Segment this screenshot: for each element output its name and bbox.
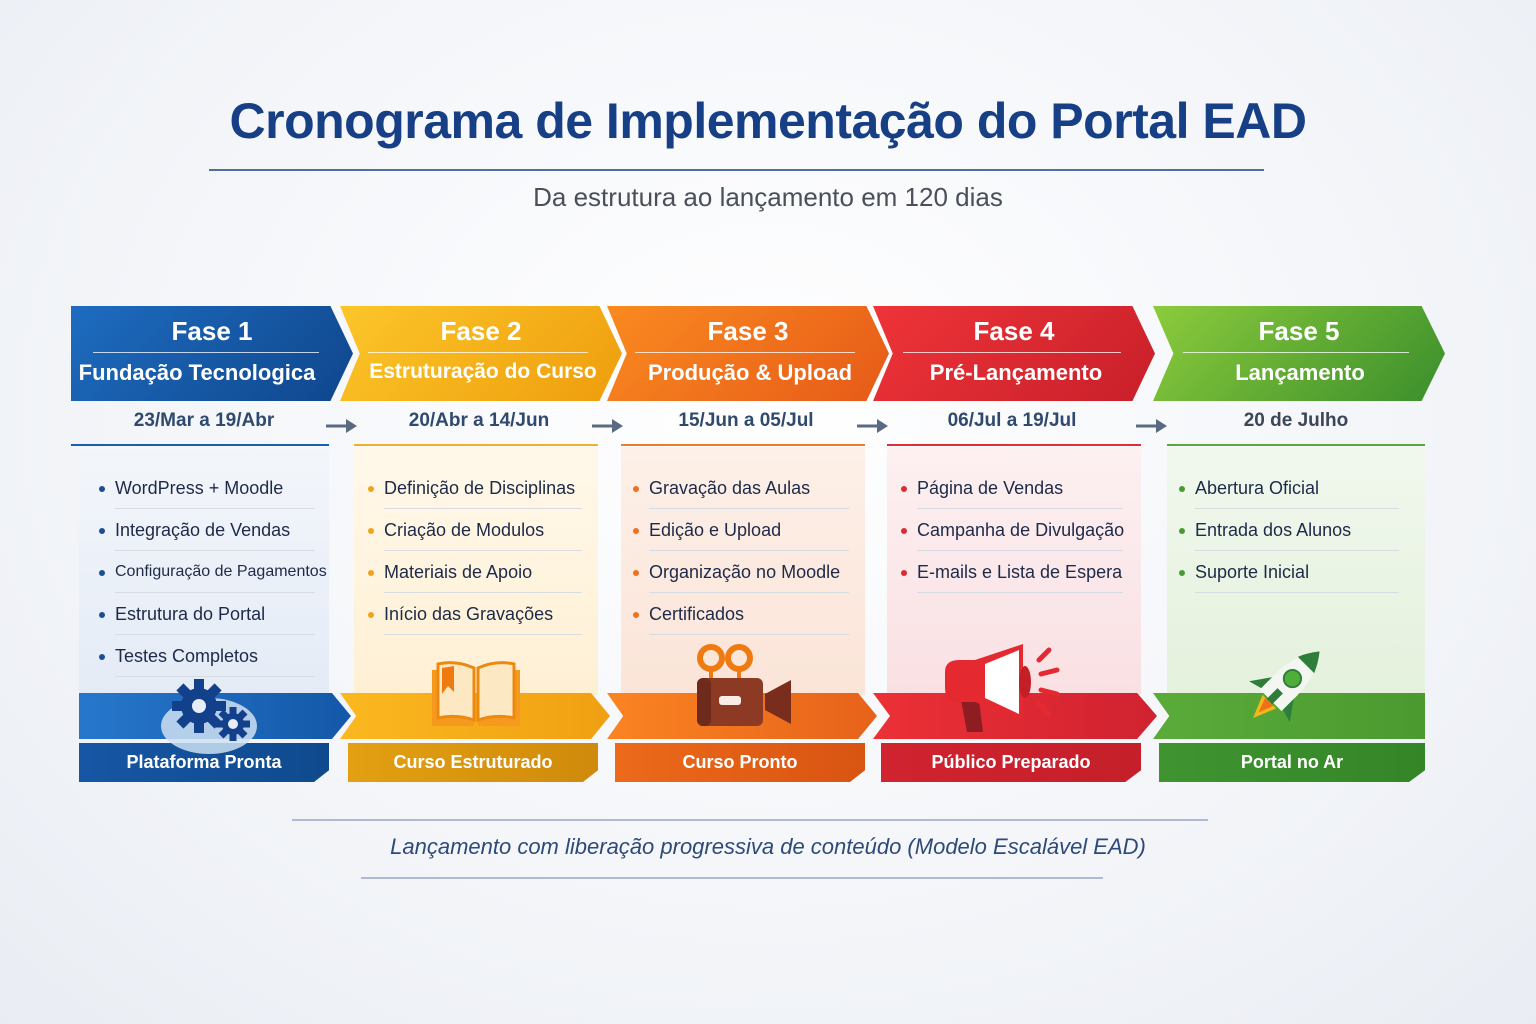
header-divider [903,352,1121,353]
phase-name: Produção & Upload [647,360,853,385]
header-divider [93,352,319,353]
video-camera-icon [697,644,791,726]
phase-3: Fase 3 Produção & Upload 15/Jun a 05/Jul… [607,306,889,786]
task-item: Configuração de Pagamentos [99,553,327,595]
phase-tasks-panel: Definição de Disciplinas Criação de Modu… [354,447,598,695]
phase-5: Fase 5 Lançamento 20 de Julho Abertura O… [1153,306,1445,786]
phase-5-header: Fase 5 Lançamento [1153,306,1445,401]
task-item: Início das Gravações [368,595,582,637]
phase-dates: 20 de Julho [1243,410,1349,431]
task-item: E-mails e Lista de Espera [901,553,1123,595]
page-title: Cronograma de Implementação do Portal EA… [229,93,1307,149]
phase-name: Pré-Lançamento [929,360,1103,385]
phase-name: Fundação Tecnologica [78,360,316,385]
task-item: Entrada dos Alunos [1179,511,1399,553]
task-item: Estrutura do Portal [99,595,315,637]
megaphone-icon [945,644,1060,732]
task-item: Página de Vendas [901,469,1123,511]
phase-1: Fase 1 Fundação Tecnologica 23/Mar a 19/… [71,306,353,786]
open-book-icon [432,661,520,726]
task-item: Suporte Inicial [1179,553,1399,595]
phase-tasks-panel: Gravação das Aulas Edição e Upload Organ… [621,447,865,695]
phase-name: Lançamento [1235,360,1365,385]
phase-number: Fase 4 [973,316,1055,346]
arrow-right-icon [592,419,623,433]
phase-dates: 15/Jun a 05/Jul [678,410,814,431]
footer-note: Lançamento com liberação progressiva de … [390,834,1146,859]
arrow-right-icon [1136,419,1167,433]
phase-number: Fase 5 [1258,316,1340,346]
phase-dates: 23/Mar a 19/Abr [133,410,275,431]
phase-3-header: Fase 3 Produção & Upload [607,306,889,401]
phase-dates: 06/Jul a 19/Jul [947,410,1077,431]
task-item: Campanha de Divulgação [901,511,1124,553]
task-item: Gravação das Aulas [633,469,849,511]
task-list: Abertura Oficial Entrada dos Alunos Supo… [1179,469,1399,595]
phase-dates: 20/Abr a 14/Jun [408,410,550,431]
phase-2-header: Fase 2 Estruturação do Curso [340,306,622,401]
date-divider [621,444,865,446]
date-divider [887,444,1141,446]
title-divider [209,169,1264,171]
phase-result-badge: Portal no Ar [1159,743,1425,782]
task-item: Criação de Modulos [368,511,582,553]
footer-divider-bottom [361,877,1103,879]
footer-divider-top [292,819,1208,821]
task-item: Abertura Oficial [1179,469,1399,511]
phase-tasks-panel: Abertura Oficial Entrada dos Alunos Supo… [1167,447,1425,695]
phase-name: Estruturação do Curso [369,360,597,383]
date-divider [1167,444,1425,446]
phase-result-badge: Curso Estruturado [348,743,598,782]
date-divider [354,444,598,446]
task-list: WordPress + Moodle Integração de Vendas … [99,469,327,679]
phase-tasks-panel: WordPress + Moodle Integração de Vendas … [79,447,329,695]
phase-number: Fase 1 [171,316,253,346]
task-item: Materiais de Apoio [368,553,582,595]
task-item: Certificados [633,595,849,637]
gears-icon [161,679,257,754]
task-list: Definição de Disciplinas Criação de Modu… [368,469,582,637]
date-divider [71,444,329,446]
header-divider [635,352,855,353]
task-item: Organização no Moodle [633,553,849,595]
arrow-right-icon [326,419,357,433]
task-list: Página de Vendas Campanha de Divulgação … [901,469,1124,595]
phase-1-header: Fase 1 Fundação Tecnologica [71,306,353,401]
arrow-right-icon [857,419,888,433]
phase-number: Fase 3 [707,316,789,346]
phase-result-badge: Curso Pronto [615,743,865,782]
task-item: Definição de Disciplinas [368,469,582,511]
task-item: Testes Completos [99,637,315,679]
task-item: Edição e Upload [633,511,849,553]
phase-result-badge: Público Preparado [881,743,1141,782]
phase-4-header: Fase 4 Pré-Lançamento [873,306,1155,401]
page-subtitle: Da estrutura ao lançamento em 120 dias [533,182,1003,212]
rocket-icon [1248,651,1320,723]
header-divider [368,352,588,353]
phase-number: Fase 2 [440,316,522,346]
phase-2: Fase 2 Estruturação do Curso 20/Abr a 14… [340,306,622,786]
task-list: Gravação das Aulas Edição e Upload Organ… [633,469,849,637]
task-item: Integração de Vendas [99,511,315,553]
header-divider [1183,352,1409,353]
phase-4: Fase 4 Pré-Lançamento 06/Jul a 19/Jul Pá… [873,306,1157,786]
task-item: WordPress + Moodle [99,469,315,511]
